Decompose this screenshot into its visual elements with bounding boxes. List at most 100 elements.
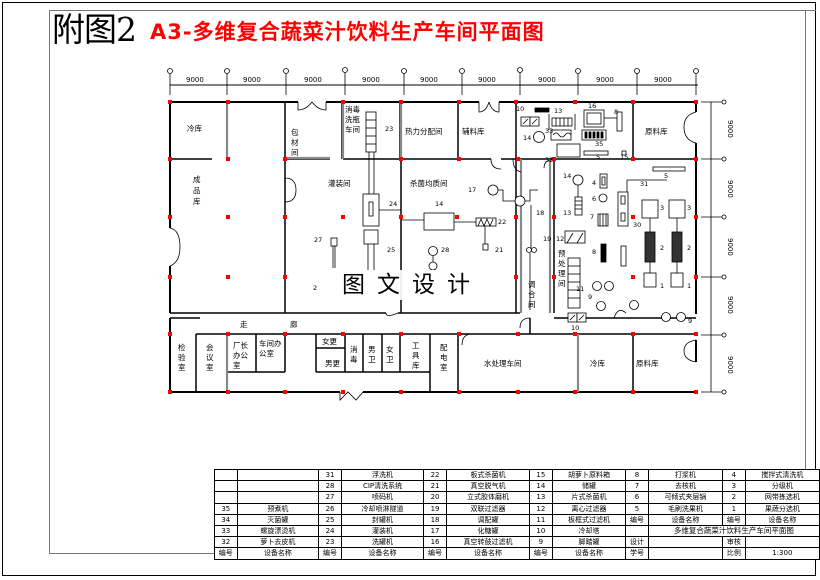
tag-30: 30 [633, 221, 641, 229]
legend-name: 真空脱气机 [445, 480, 531, 493]
room-auxiliary-storage: 辅料库 [462, 126, 485, 136]
tag-21: 21 [495, 246, 503, 254]
tag-14: 14 [523, 134, 531, 142]
legend-no: 9 [529, 536, 553, 549]
room-male-wc: 男卫 [368, 345, 376, 364]
dim-label: 9000 [726, 356, 734, 374]
room-disinfection-bottle-wash: 消毒洗瓶车间 [345, 104, 360, 134]
top-dimension-labels: 9000 9000 9000 9000 9000 9000 9000 9000 … [186, 76, 672, 84]
legend-no: 28 [318, 480, 342, 493]
interior-walls [170, 102, 696, 392]
legend-row: 35 预煮机 26 冷却喷淋隧道 19 双联过滤器 12 离心过滤器 5 毛刷洗… [214, 502, 820, 515]
legend-name: 储罐 [551, 480, 627, 493]
legend-row: 32 萝卜去皮机 23 洗罐机 16 真空转鼓过滤机 9 脚踏罐 设计 审核 [214, 536, 820, 549]
tag-19: 19 [543, 235, 551, 243]
title-block-drawing-name: 多维复合蔬菜汁饮料生产车间平面图 [647, 524, 820, 538]
dim-label: 9000 [186, 76, 204, 84]
room-filling: 灌装间 [328, 178, 351, 188]
legend-header-name: 设备名称 [744, 513, 820, 526]
legend-header-no: 编号 [722, 513, 746, 526]
room-workshop-office: 车间办公室 [259, 338, 282, 358]
legend-no: 18 [423, 513, 447, 526]
column-markers [168, 100, 698, 394]
legend-name: 灭菌罐 [236, 513, 320, 526]
room-cold-storage-nw: 冷库 [187, 123, 202, 133]
tag-18: 18 [536, 209, 544, 217]
legend-no: 10 [529, 524, 553, 538]
legend-name: 打浆机 [647, 468, 724, 482]
title-block-review-value [744, 536, 820, 549]
legend-no: 13 [529, 491, 553, 504]
legend-no: 32 [214, 536, 238, 549]
legend-no: 35 [214, 502, 238, 515]
legend-no: 23 [318, 536, 342, 549]
legend-name: 洗罐机 [340, 536, 425, 549]
legend-name: 果蔬分选机 [744, 502, 820, 515]
tag-32: 32 [545, 156, 553, 164]
tag-25: 25 [387, 246, 395, 254]
tag-10: 10 [571, 324, 579, 332]
legend-no: 11 [529, 513, 553, 526]
title-block-scale-label: 比例 [722, 547, 746, 560]
legend-name: 冷却喷淋隧道 [340, 502, 425, 515]
legend-no: 24 [318, 524, 342, 538]
tag-9: 9 [688, 317, 692, 325]
legend-no: 31 [318, 468, 342, 482]
dim-label: 9000 [538, 76, 556, 84]
dim-label: 9000 [726, 238, 734, 256]
title-block-review-label: 审核 [722, 536, 746, 549]
room-power: 配电室 [440, 343, 448, 372]
legend-no: 19 [423, 502, 447, 515]
legend-name: 搅拌式清洗机 [744, 468, 820, 482]
legend-name: 灌装机 [340, 524, 425, 538]
equipment-legend-table: 31 浮洗机 22 板式杀菌机 15 胡萝卜原料箱 8 打浆机 4 搅拌式清洗机… [214, 468, 820, 560]
legend-no: 7 [625, 480, 649, 493]
room-corridor: 走廊 [240, 319, 298, 329]
drawing-title: A3-多维复合蔬菜汁饮料生产车间平面图 [150, 20, 545, 44]
legend-name: 化糖罐 [445, 524, 531, 538]
legend-no: 20 [423, 491, 447, 504]
tag-27: 27 [314, 236, 322, 244]
room-finished-goods: 成品库 [193, 174, 201, 206]
drawing-inner-frame-right [805, 10, 807, 554]
exterior-walls [169, 101, 697, 393]
legend-header-no: 编号 [214, 547, 238, 560]
tag-3: 3 [660, 204, 664, 212]
tag-23: 23 [385, 125, 393, 133]
dim-label: 9000 [654, 76, 672, 84]
partition-walls [225, 102, 580, 392]
legend-name: 分级机 [744, 480, 820, 493]
tag-12: 12 [556, 235, 564, 243]
right-dimension-line [701, 99, 727, 395]
doors [169, 101, 697, 401]
dim-label: 9000 [478, 76, 496, 84]
title-block-student-no-label: 学号 [625, 547, 649, 560]
room-heat-distribution: 热力分配间 [405, 126, 443, 136]
tag-11: 11 [576, 285, 584, 293]
legend-name: 浮洗机 [340, 468, 425, 482]
tag-4: 4 [592, 179, 596, 187]
legend-no: 34 [214, 513, 238, 526]
tag-14: 14 [435, 200, 443, 208]
tag-35: 35 [595, 140, 603, 148]
room-blending: 调合间 [528, 280, 536, 309]
legend-name: 片式杀菌机 [551, 491, 627, 504]
room-labels: 冷库 包材间 消毒洗瓶车间 热力分配间 辅料库 原料库 灌装间 杀菌均质间 成品… [178, 104, 668, 372]
tag-8: 8 [614, 108, 618, 116]
room-meeting: 会议室 [206, 342, 214, 372]
legend-header-name: 设备名称 [647, 513, 724, 526]
legend-name [236, 480, 320, 493]
legend-no: 17 [423, 524, 447, 538]
legend-no: 2 [722, 491, 746, 504]
room-male-change: 男更 [325, 359, 340, 368]
tag-9: 9 [588, 293, 592, 301]
legend-name [236, 468, 320, 482]
legend-no: 5 [625, 502, 649, 515]
dim-label: 9000 [726, 296, 734, 314]
figure-number: 附图2 [52, 10, 137, 49]
tag-2: 2 [660, 244, 664, 252]
legend-no: 16 [423, 536, 447, 549]
legend-name: 网带拣选机 [744, 491, 820, 504]
equipment-tags: 23 24 25 27 2 14 17 22 21 28 18 19 10 13… [313, 102, 692, 332]
